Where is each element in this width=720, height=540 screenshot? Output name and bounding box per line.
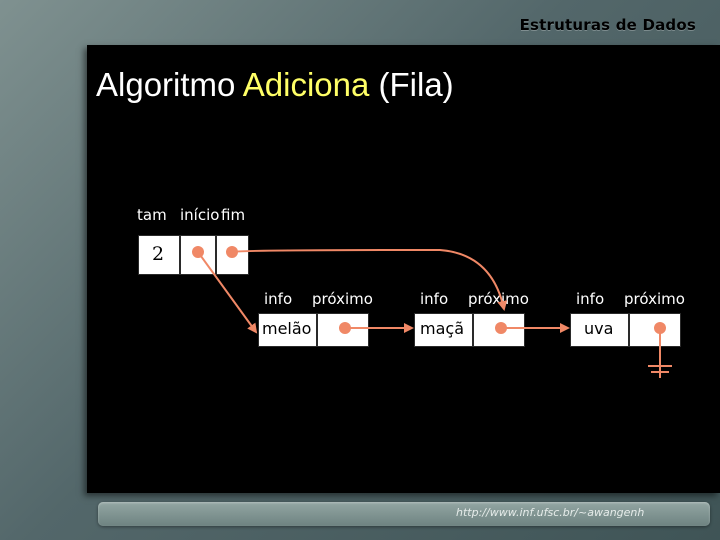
title-accent: Adiciona <box>242 66 370 103</box>
node-1-info-cell <box>258 313 317 347</box>
node-1-value: melão <box>262 319 312 338</box>
node-2-next-cell <box>473 313 525 347</box>
node-2-next-label: próximo <box>468 290 529 308</box>
inicio-pointer-arrow <box>197 251 258 334</box>
footer-bar <box>98 502 710 526</box>
footer-url: http://www.inf.ufsc.br/~awangenh <box>456 506 645 519</box>
fim-label: fim <box>221 206 246 224</box>
node-3-value: uva <box>584 319 614 338</box>
node-2-info-cell <box>414 313 473 347</box>
node-3-next-label: próximo <box>624 290 685 308</box>
node-1-info-label: info <box>264 290 293 308</box>
fim-cell <box>216 235 249 275</box>
title-part-1: Algoritmo <box>96 66 236 103</box>
slide-title: Algoritmo Adiciona (Fila) <box>96 66 454 104</box>
tam-label: tam <box>137 206 167 224</box>
node-3-info-cell <box>570 313 629 347</box>
node-3-info-label: info <box>576 290 605 308</box>
node-1-next-label: próximo <box>312 290 373 308</box>
tam-cell <box>138 235 180 275</box>
tam-value: 2 <box>152 243 165 265</box>
fim-pointer-arrow <box>231 248 508 311</box>
node-2-value: maçã <box>420 319 464 338</box>
inicio-label: início <box>180 206 220 224</box>
node-2-info-label: info <box>420 290 449 308</box>
deck-title: Estruturas de Dados <box>519 16 696 34</box>
title-part-2: (Fila) <box>378 66 454 103</box>
